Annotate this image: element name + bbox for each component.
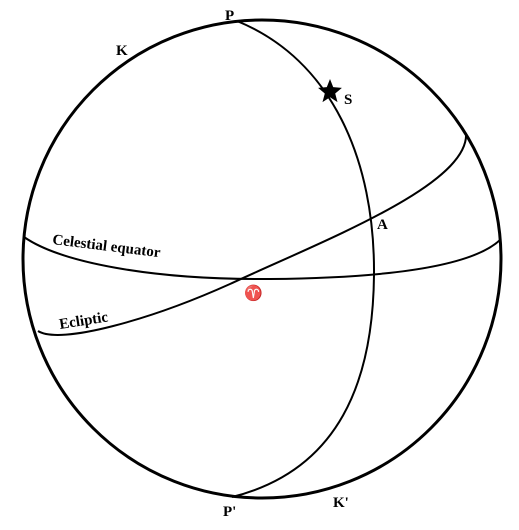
label-point-a: A xyxy=(377,217,388,233)
celestial-equator-front xyxy=(23,236,501,281)
hour-circle-meridian xyxy=(231,20,376,498)
star-icon xyxy=(318,79,342,103)
label-south-pole: P' xyxy=(223,504,236,520)
label-vernal-equinox: ♈ xyxy=(244,284,263,302)
label-north-pole: P xyxy=(225,8,234,24)
celestial-sphere-outline xyxy=(21,18,503,500)
label-ecliptic-pole-south: K' xyxy=(333,495,349,511)
label-ecliptic: Ecliptic xyxy=(58,309,109,333)
ecliptic-front xyxy=(37,132,468,336)
label-ecliptic-pole-north: K xyxy=(116,43,128,59)
label-star: S xyxy=(344,92,352,108)
